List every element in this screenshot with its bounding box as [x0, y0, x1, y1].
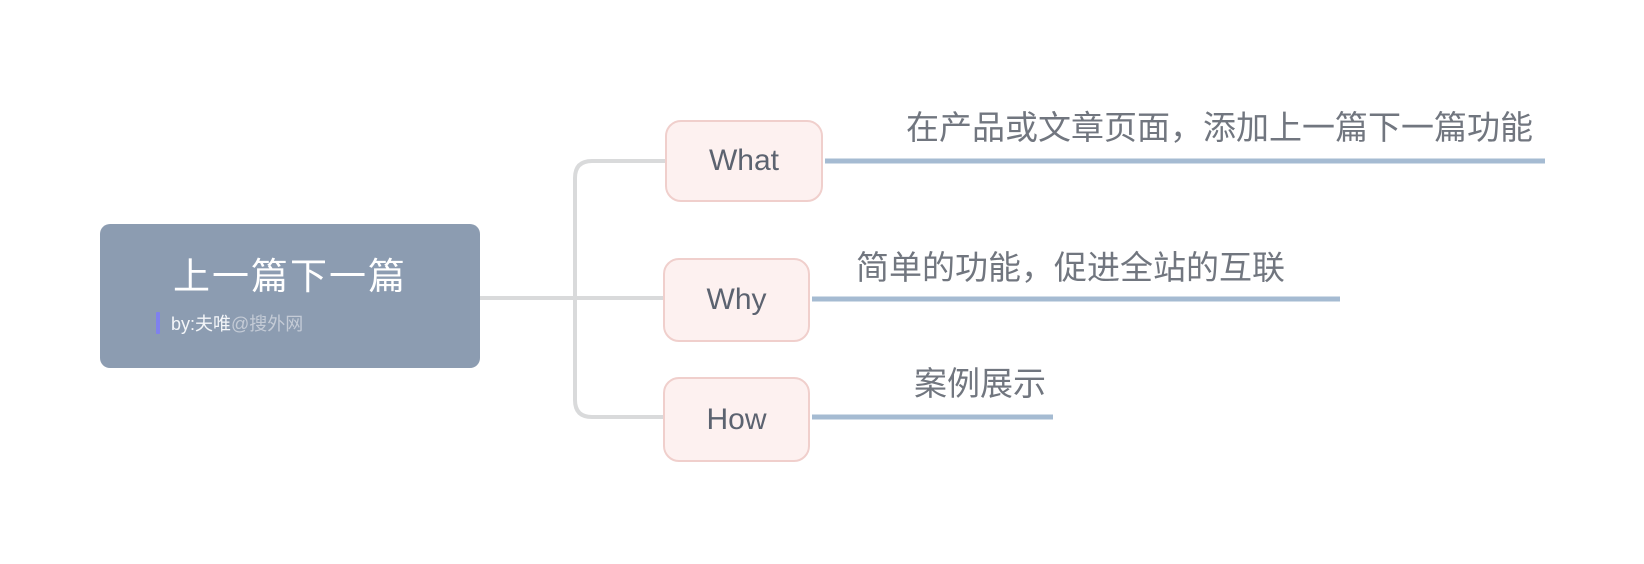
- branch-node-what[interactable]: What: [665, 120, 823, 202]
- connector-trunk: [573, 159, 665, 419]
- root-byline: by:夫唯@搜外网: [156, 310, 303, 336]
- byline-accent-bar: [156, 312, 160, 334]
- root-topic-node[interactable]: 上一篇下一篇 by:夫唯@搜外网: [100, 224, 480, 368]
- branch-note-what[interactable]: 在产品或文章页面，添加上一篇下一篇功能: [906, 109, 1533, 146]
- branch-note-how[interactable]: 案例展示: [914, 365, 1046, 402]
- branch-label-why: Why: [706, 283, 767, 316]
- branch-label-how: How: [706, 402, 767, 436]
- byline-text: by:夫唯@搜外网: [171, 310, 303, 336]
- branch-label-what: What: [708, 144, 780, 177]
- byline-author: by:夫唯: [171, 314, 232, 334]
- root-topic-title: 上一篇下一篇: [173, 256, 407, 297]
- branch-node-how[interactable]: How: [663, 377, 810, 462]
- byline-site: @搜外网: [231, 314, 304, 334]
- branch-note-why[interactable]: 简单的功能，促进全站的互联: [856, 249, 1285, 286]
- branch-node-why[interactable]: Why: [663, 258, 810, 342]
